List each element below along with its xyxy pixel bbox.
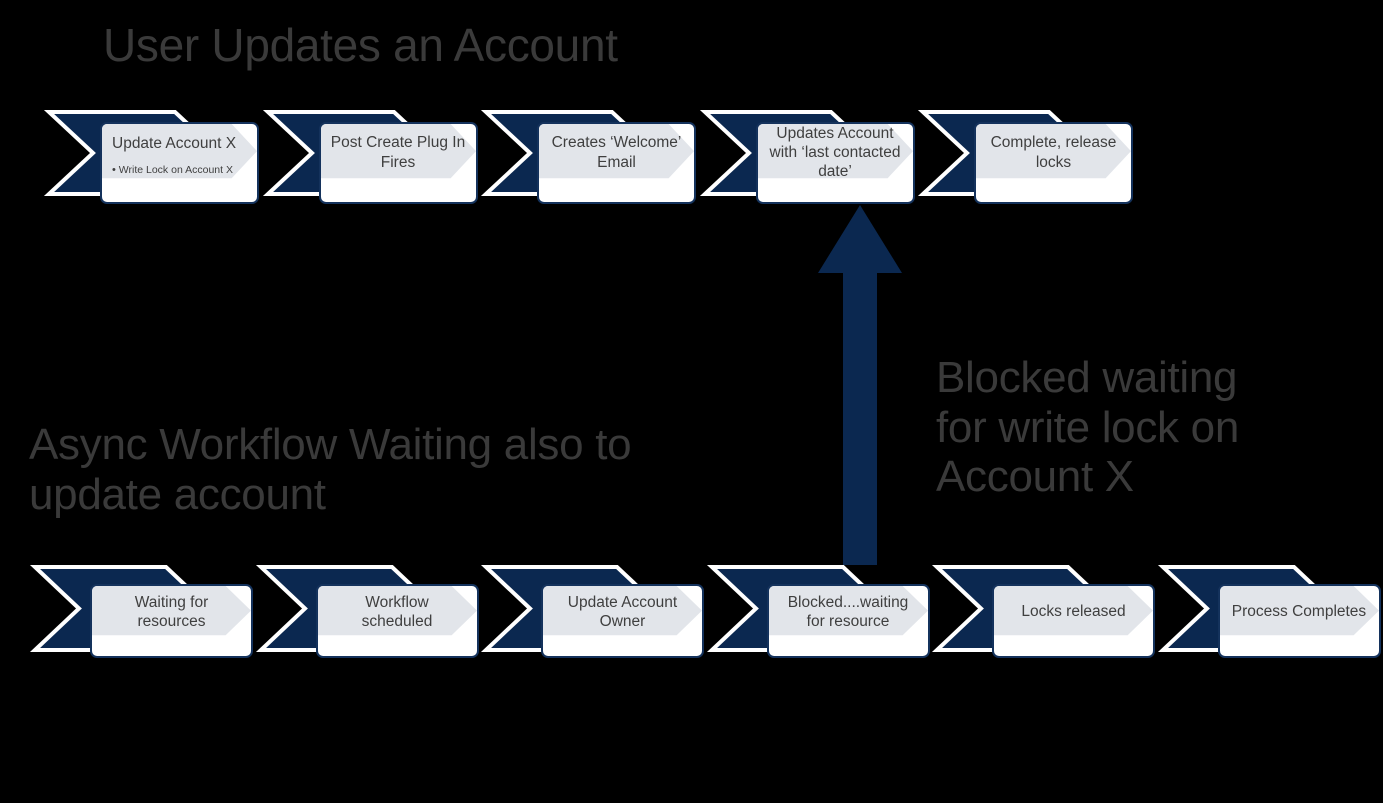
step-card[interactable]: Process Completes [1217, 584, 1381, 658]
step-card[interactable]: Updates Account with ‘last contacted dat… [755, 122, 915, 204]
step-sublabel: • Write Lock on Account X [112, 164, 249, 177]
step-label: Blocked....waiting for resource [787, 593, 909, 630]
step-label: Creates ‘Welcome’ Email [551, 134, 682, 171]
step-band [768, 586, 928, 636]
step-band [92, 586, 251, 636]
step-band [102, 124, 257, 179]
step-card[interactable]: Complete, release locks [974, 122, 1133, 204]
step-label: Process Completes [1231, 603, 1367, 621]
async-workflow-label: Async Workflow Waiting also to update ac… [29, 420, 632, 519]
step-card[interactable]: Creates ‘Welcome’ Email [537, 122, 696, 204]
step-label: Locks released [1021, 603, 1126, 621]
step-card[interactable]: Waiting for resources [90, 584, 253, 658]
blocked-waiting-label: Blocked waiting for write lock on Accoun… [936, 353, 1240, 502]
page-title: User Updates an Account [103, 19, 618, 71]
step-band [994, 586, 1153, 636]
step-card[interactable]: Update Account Owner [541, 584, 704, 658]
step-card[interactable]: Blocked....waiting for resource [766, 584, 930, 658]
step-label: Workflow scheduled [361, 593, 433, 630]
step-band [539, 124, 694, 179]
step-band [976, 124, 1131, 179]
step-label: Complete, release locks [990, 134, 1117, 171]
step-label: Waiting for resources [134, 593, 209, 630]
step-band [317, 586, 477, 636]
step-card[interactable]: Locks released [992, 584, 1155, 658]
step-card[interactable]: Update Account X • Write Lock on Account … [100, 122, 259, 204]
blocked-waiting-arrow [818, 205, 902, 565]
step-band [320, 124, 476, 179]
step-label: Post Create Plug In Fires [330, 134, 466, 171]
step-card[interactable]: Workflow scheduled [315, 584, 479, 658]
step-label: Updates Account with ‘last contacted dat… [769, 124, 901, 181]
step-band [543, 586, 702, 636]
step-band [757, 124, 913, 179]
step-card[interactable]: Post Create Plug In Fires [318, 122, 478, 204]
step-band [1219, 586, 1379, 636]
step-label: Update Account X [112, 135, 237, 152]
step-sublabel-text: Write Lock on Account X [118, 164, 233, 176]
bullet-icon: • [112, 164, 116, 176]
step-label: Update Account Owner [567, 593, 678, 630]
